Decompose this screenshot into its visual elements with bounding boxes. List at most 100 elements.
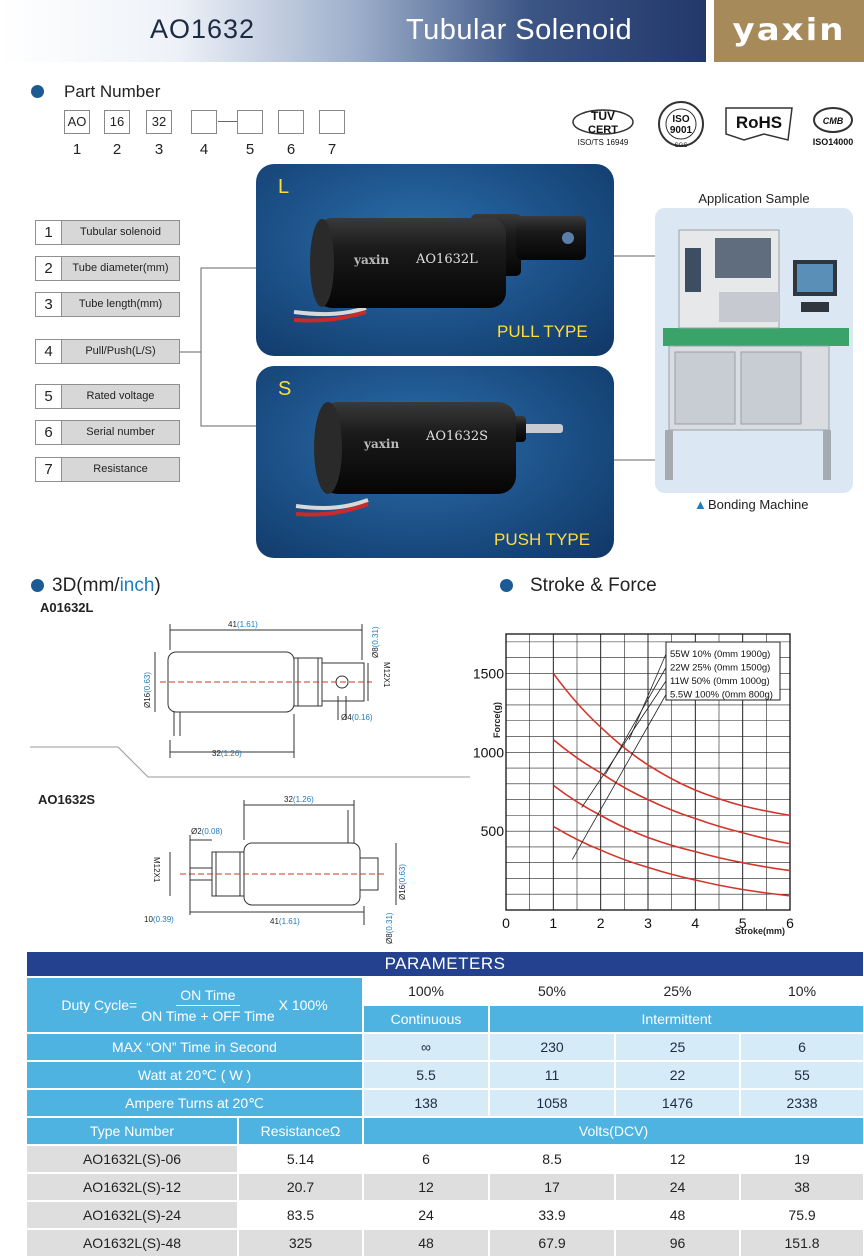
- param-value: 1476: [614, 1088, 741, 1118]
- type-volts: 151.8: [738, 1228, 864, 1258]
- pull-solenoid-image: yaxin AO1632L: [293, 214, 586, 323]
- push-brand-text: yaxin: [363, 437, 399, 451]
- iso-text: ISO: [672, 114, 689, 125]
- part-box-2: 16: [104, 110, 130, 134]
- triangle-marker-icon: ▲: [694, 497, 707, 512]
- intermittent-label: Intermittent: [487, 1004, 864, 1034]
- l-len32: 32(1.26): [212, 749, 242, 758]
- pull-type-label: PULL TYPE: [497, 322, 588, 341]
- application-caption: Bonding Machine: [708, 497, 809, 512]
- curve-series-2: [552, 739, 791, 845]
- type-volts: 12: [614, 1144, 741, 1174]
- chart-curves: [552, 672, 791, 897]
- pull-type-panel: L yaxin AO1632L PULL TYPE: [256, 164, 614, 356]
- x-tick-label: 1: [549, 915, 557, 931]
- l-d16: Ø16(0.63): [143, 672, 152, 708]
- tuv-text: TÜV: [591, 108, 615, 123]
- legend-entry-1: 55W 10% (0mm 1900g): [670, 649, 770, 660]
- type-volts: 6: [362, 1144, 490, 1174]
- s-len10: 10(0.39): [144, 915, 174, 924]
- cert-logos: TÜV CERT ISO/TS 16949 ISO 9001 SGS RoHS …: [572, 101, 853, 149]
- brand-logo: yaxin: [714, 0, 864, 62]
- volts-header: Volts(DCV): [361, 1116, 864, 1146]
- duty-label: Duty Cycle=: [61, 997, 138, 1013]
- chart-grid: [505, 633, 791, 911]
- type-name: AO1632L(S)-24: [25, 1200, 239, 1230]
- pull-model-text: AO1632L: [415, 252, 478, 267]
- legend-leader-line: [571, 694, 667, 860]
- bullet-icon: [31, 579, 44, 592]
- l-len41: 41(1.61): [228, 620, 258, 629]
- curve-series-3: [552, 784, 791, 872]
- type-resistance: 83.5: [237, 1200, 364, 1230]
- y-tick-label: 1000: [473, 744, 504, 760]
- x-tick-label: 0: [502, 915, 510, 931]
- legend-label: Resistance: [62, 458, 179, 481]
- s-dimension-labels: 32(1.26) Ø2(0.08) 10(0.39) 41(1.61) Ø16(…: [144, 795, 407, 944]
- l-dimension-labels: 41(1.61) 32(1.26) Ø16(0.63) Ø8(0.31) Ø4(…: [143, 620, 391, 758]
- y-tick-label: 500: [481, 823, 505, 839]
- part-box-5: [237, 110, 263, 134]
- iso14000-logo: CMB ISO14000: [813, 107, 853, 147]
- l-drawing: [154, 624, 372, 758]
- y-tick-label: 1500: [473, 665, 504, 681]
- x-tick-label: 5: [739, 915, 747, 931]
- legend-num: 3: [36, 293, 62, 316]
- brand-logo-text: yaxin: [732, 12, 846, 48]
- param-value: 1058: [488, 1088, 616, 1118]
- legend-num: 4: [36, 340, 62, 363]
- type-volts: 38: [738, 1172, 864, 1202]
- legend-entry-4: 5.5W 100% (0mm 800g): [670, 690, 773, 701]
- legend-leader-line: [628, 653, 667, 740]
- type-volts: 17: [488, 1172, 616, 1202]
- part-dash: [218, 121, 237, 122]
- part-box-4: [191, 110, 217, 134]
- part-pos-1: 1: [72, 141, 82, 158]
- param-value: ∞: [362, 1032, 490, 1062]
- tuv-cert-text: CERT: [588, 124, 618, 136]
- duty-numerator: ON Time: [176, 987, 240, 1006]
- param-value: 22: [614, 1060, 741, 1090]
- param-value: 55: [738, 1060, 864, 1090]
- parameters-table: PARAMETERS Duty Cycle= ON Time ON Time +…: [24, 950, 864, 1258]
- legend-num: 6: [36, 421, 62, 444]
- type-volts: 48: [614, 1200, 741, 1230]
- push-type-panel: S yaxin AO1632S PUSH TYPE: [256, 366, 614, 558]
- push-type-label: PUSH TYPE: [494, 530, 591, 549]
- param-value: 138: [362, 1088, 490, 1118]
- type-resistance: 20.7: [237, 1172, 364, 1202]
- l-d4: Ø4(0.16): [341, 713, 373, 722]
- type-resistance: 5.14: [237, 1144, 364, 1174]
- duty-value: 25%: [614, 976, 741, 1006]
- application-image: [655, 208, 853, 493]
- part-box-3: 32: [146, 110, 172, 134]
- l-thread: M12X1: [382, 662, 391, 688]
- param-value: 11: [488, 1060, 616, 1090]
- duty-value: 100%: [362, 976, 490, 1006]
- param-value: 2338: [738, 1088, 864, 1118]
- connector-lines: [180, 255, 656, 461]
- type-volts: 48: [362, 1228, 490, 1258]
- param-value: 5.5: [362, 1060, 490, 1090]
- part-number-title: Part Number: [64, 82, 161, 101]
- type-name: AO1632L(S)-12: [25, 1172, 239, 1202]
- rohs-text: RoHS: [736, 113, 782, 132]
- rohs-logo: RoHS: [725, 107, 793, 141]
- duty-denominator: ON Time + OFF Time: [141, 1007, 275, 1024]
- s-drawing: [169, 800, 397, 925]
- iso-sub-text: SGS: [675, 143, 688, 149]
- type-volts: 33.9: [488, 1200, 616, 1230]
- curve-series-1: [552, 672, 791, 817]
- legend-num: 2: [36, 257, 62, 280]
- param-value: 230: [488, 1032, 616, 1062]
- parameters-title: PARAMETERS: [24, 950, 864, 978]
- param-label: Ampere Turns at 20℃: [25, 1088, 364, 1118]
- type-volts: 67.9: [488, 1228, 616, 1258]
- param-label: MAX “ON” Time in Second: [25, 1032, 364, 1062]
- bonding-machine-image: [655, 208, 853, 493]
